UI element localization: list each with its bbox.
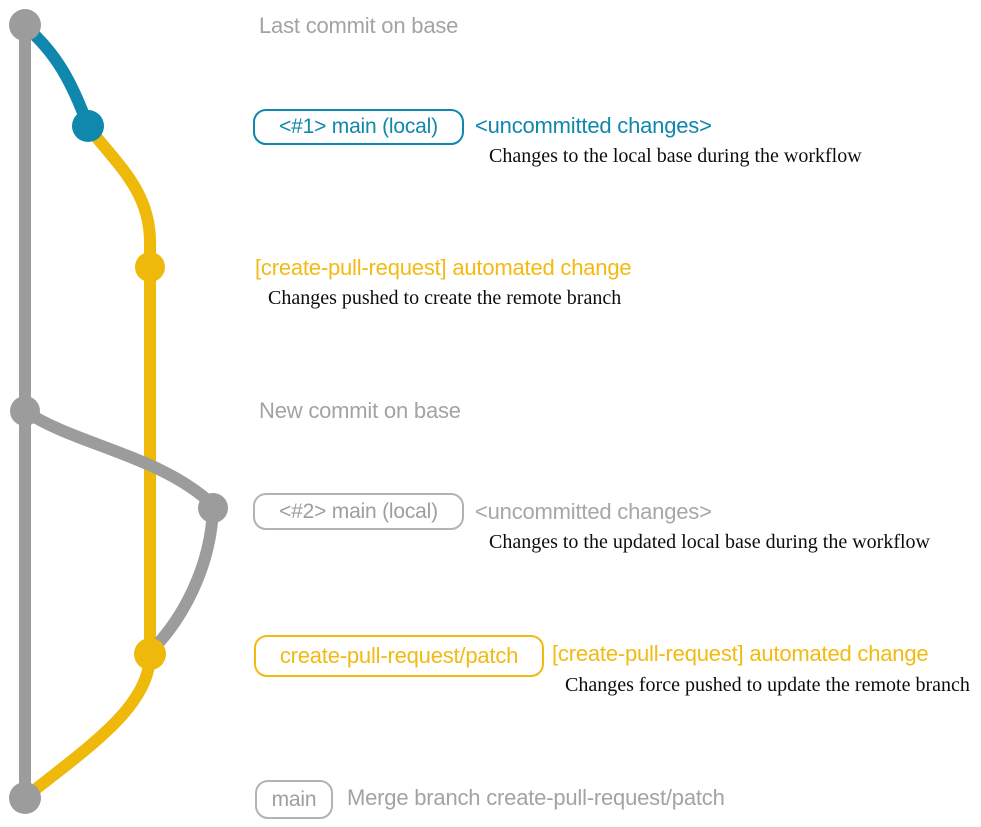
note-updated-local-base-changes: Changes to the updated local base during… <box>489 531 930 553</box>
note-pushed-to-create-branch: Changes pushed to create the remote bran… <box>268 287 622 309</box>
commit-node-automated-change-2 <box>134 638 166 670</box>
label-new-commit-on-base: New commit on base <box>259 398 461 423</box>
branch-badge-main-local-2: <#2> main (local) <box>253 493 464 530</box>
rebase-branch-out-line <box>19 405 219 511</box>
branch-badge-main-local-2-label: <#2> main (local) <box>279 499 438 523</box>
label-merge-branch: Merge branch create-pull-request/patch <box>347 785 725 810</box>
branch-badge-main-local-1: <#1> main (local) <box>253 109 464 145</box>
commit-graph <box>9 9 228 814</box>
branch-badge-main-label: main <box>271 787 317 811</box>
note-force-pushed-update: Changes force pushed to update the remot… <box>565 674 970 696</box>
commit-node-new-commit-on-base <box>10 396 40 426</box>
label-uncommitted-changes-1: <uncommitted changes> <box>475 113 712 138</box>
local-branch-line <box>20 21 94 132</box>
commit-node-uncommitted-changes-1 <box>72 110 104 142</box>
commit-node-uncommitted-changes-2 <box>198 493 228 523</box>
label-automated-change-2: [create-pull-request] automated change <box>552 641 929 666</box>
branch-badge-create-pull-request-patch-label: create-pull-request/patch <box>279 643 519 668</box>
note-local-base-changes: Changes to the local base during the wor… <box>489 145 862 167</box>
branch-badge-create-pull-request-patch: create-pull-request/patch <box>254 635 544 677</box>
commit-node-automated-change-1 <box>135 252 165 282</box>
rebase-branch-in-line <box>145 502 219 657</box>
branch-badge-main-local-1-label: <#1> main (local) <box>279 115 438 138</box>
branch-badge-main: main <box>255 780 333 819</box>
commit-node-last-commit-on-base <box>9 9 41 41</box>
commit-node-merge-commit <box>9 782 41 814</box>
label-uncommitted-changes-2: <uncommitted changes> <box>475 499 712 524</box>
label-last-commit-on-base: Last commit on base <box>259 13 459 38</box>
label-automated-change-1: [create-pull-request] automated change <box>255 255 632 280</box>
